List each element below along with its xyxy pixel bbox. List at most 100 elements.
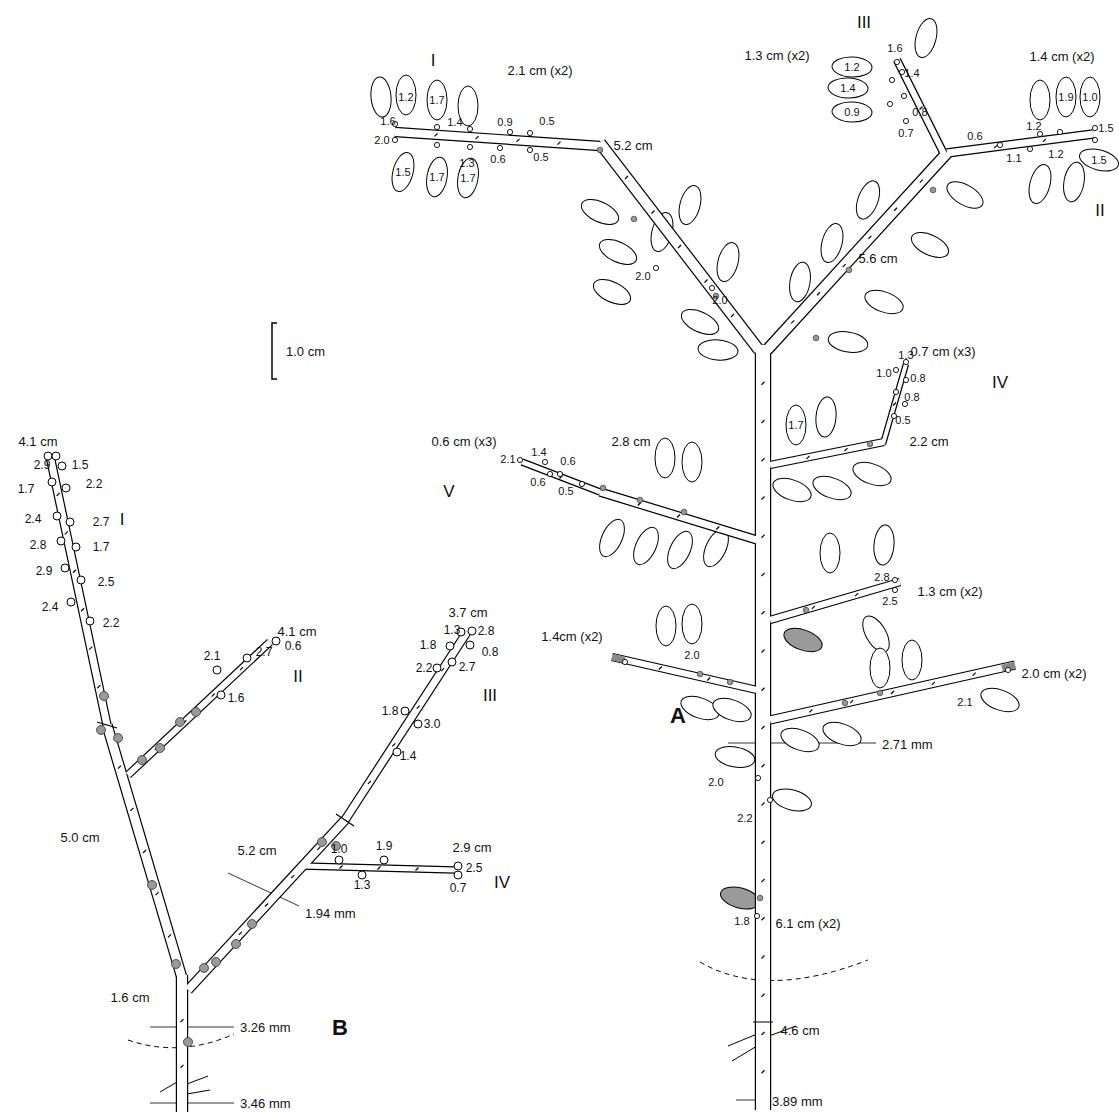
leaf-size-label: 0.9 (844, 107, 859, 118)
leaf-scar (1005, 667, 1010, 672)
leaf-size-label: 0.5 (895, 415, 910, 426)
leaf-size-label: 2.0 (374, 135, 389, 146)
leaf-scar (542, 459, 547, 464)
leaf-base (631, 216, 637, 222)
leaf-scar (557, 471, 562, 476)
stem (395, 132, 600, 146)
leaf (850, 458, 894, 490)
leaf-base (803, 607, 809, 613)
leaf-base (192, 708, 201, 717)
leaf-size-label: 1.7 (18, 483, 35, 495)
leaf-size-label: 2.1 (204, 650, 221, 662)
dimension-label: 1.4cm (x2) (541, 630, 602, 643)
apical-tip (612, 657, 1015, 668)
stem-hair (652, 211, 655, 214)
stems (50, 60, 1093, 1112)
leaf-scar (997, 142, 1002, 147)
leaf-size-label: 1.8 (382, 705, 399, 717)
leaf-scar (507, 129, 512, 134)
leaf-base (867, 441, 873, 447)
leaf-scar (380, 856, 388, 864)
stem-hair (762, 726, 765, 729)
stem-outline (600, 492, 757, 540)
leaf-scar (454, 871, 462, 879)
leaf (675, 183, 705, 227)
stem-hair (435, 133, 438, 136)
leaf-size-label: 1.9 (376, 840, 393, 852)
leaf-size-label: 0.8 (910, 373, 925, 384)
leaf (714, 744, 757, 771)
leaf-size-label: 2.0 (635, 271, 650, 282)
dimension-label: 1.6 cm (110, 991, 149, 1004)
stem-hair (809, 709, 812, 712)
leaf-size-label: 0.8 (912, 107, 927, 118)
stem-outline (188, 820, 345, 990)
leaf-scar (767, 797, 772, 802)
leaf-scar (754, 913, 759, 918)
leaf-scar (527, 130, 532, 135)
stem-hair (156, 892, 159, 895)
stem-hair (1043, 139, 1046, 142)
leaf-base (681, 509, 687, 515)
stem-hair (893, 403, 896, 406)
leaf-base (930, 187, 936, 193)
stem-hair (558, 142, 561, 145)
leaf-size-label: 1.5 (1091, 155, 1106, 166)
leaf-scar (1057, 129, 1062, 134)
stem-outline (600, 143, 759, 350)
stem-hair (678, 245, 681, 248)
stem-outline (395, 132, 600, 146)
dimension-label: 5.2 cm (613, 139, 652, 152)
stem-outline (50, 456, 107, 725)
leaf-base (637, 497, 643, 503)
dimension-label: 1.0 cm (286, 345, 325, 358)
leaf-base (148, 881, 157, 890)
leaf-size-label: 1.7 (429, 172, 444, 183)
dimension-label: 4.1 cm (18, 435, 57, 448)
stem-hair (762, 879, 765, 882)
leaf-scar (903, 377, 908, 382)
stem-hair (212, 694, 215, 697)
leaf-size-label: 1.3 (459, 158, 474, 169)
leaf-size-label: 2.9 (34, 459, 51, 471)
stem (612, 657, 757, 690)
leaf-base (200, 964, 209, 973)
leaf-scar (1092, 125, 1097, 130)
leaf-base (114, 734, 123, 743)
leaf-scar (434, 142, 439, 147)
leaf (770, 474, 814, 506)
stem-outline (770, 665, 1015, 720)
leaf-size-label: 1.4 (447, 117, 462, 128)
dimension-label: 0.7 cm (x3) (910, 345, 975, 358)
leaf-scar (77, 576, 85, 584)
leaf-size-label: 0.5 (533, 152, 548, 163)
leaf-scar (57, 537, 65, 545)
stem-hair (118, 766, 121, 769)
leaf (396, 75, 416, 115)
leaf-size-label: 1.5 (72, 459, 89, 471)
stem-hair (707, 678, 710, 681)
leaf-base (842, 700, 848, 706)
leaf-scar (72, 543, 80, 551)
leaf-size-label: 1.8 (420, 639, 437, 651)
stem-hair (920, 180, 923, 183)
stem-hair (762, 611, 765, 614)
leaf (594, 516, 629, 561)
leaf-size-label: 2.8 (478, 625, 495, 637)
leaf (810, 472, 854, 504)
stem (770, 665, 1015, 720)
leaf (978, 684, 1022, 716)
stem-hair (441, 668, 444, 671)
leaf-size-label: 0.8 (904, 392, 919, 403)
leaf-size-label: 2.8 (30, 539, 47, 551)
leaf (828, 77, 869, 98)
dimension-label: 2.8 cm (611, 435, 650, 448)
leaf-scar (414, 720, 422, 728)
leaf-base (813, 335, 819, 341)
stem-hair (855, 593, 858, 596)
leaf-scar (622, 659, 627, 664)
stem-hair (762, 535, 765, 538)
dimension-label: 3.46 mm (240, 1097, 291, 1110)
stem-outline (770, 442, 884, 465)
leaf-scar (892, 587, 897, 592)
